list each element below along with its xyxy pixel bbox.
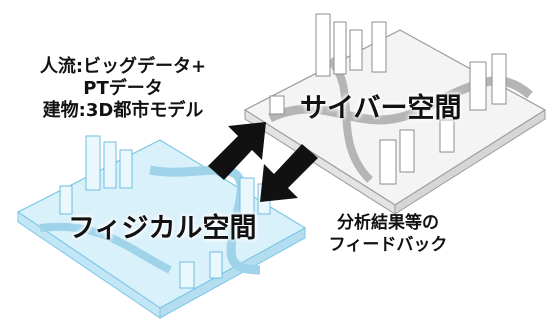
arrow-down-left-icon — [260, 144, 318, 202]
data-input-label: 人流:ビッグデータ+ PTデータ 建物:3D都市モデル — [8, 56, 238, 122]
input-label-line-2: PTデータ — [83, 78, 163, 99]
feedback-label-line-1: 分析結果等の — [337, 213, 439, 233]
physical-space-title: フィジカル空間 — [68, 213, 257, 244]
cyber-buildings — [269, 13, 507, 185]
input-label-line-3: 建物:3D都市モデル — [42, 100, 204, 121]
feedback-label-line-2: フィードバック — [328, 235, 448, 255]
cyber-edge-right — [394, 109, 546, 215]
feedback-label: 分析結果等の フィードバック — [318, 212, 458, 256]
cyber-space-title: サイバー空間 — [300, 93, 462, 124]
physical-road-2 — [39, 222, 172, 274]
input-label-line-1: 人流:ビッグデータ+ — [39, 56, 207, 77]
physical-edge-right — [159, 227, 306, 319]
cyber-space-city — [243, 13, 547, 215]
physical-space-city — [16, 135, 307, 319]
arrow-up-right-icon — [208, 122, 266, 180]
